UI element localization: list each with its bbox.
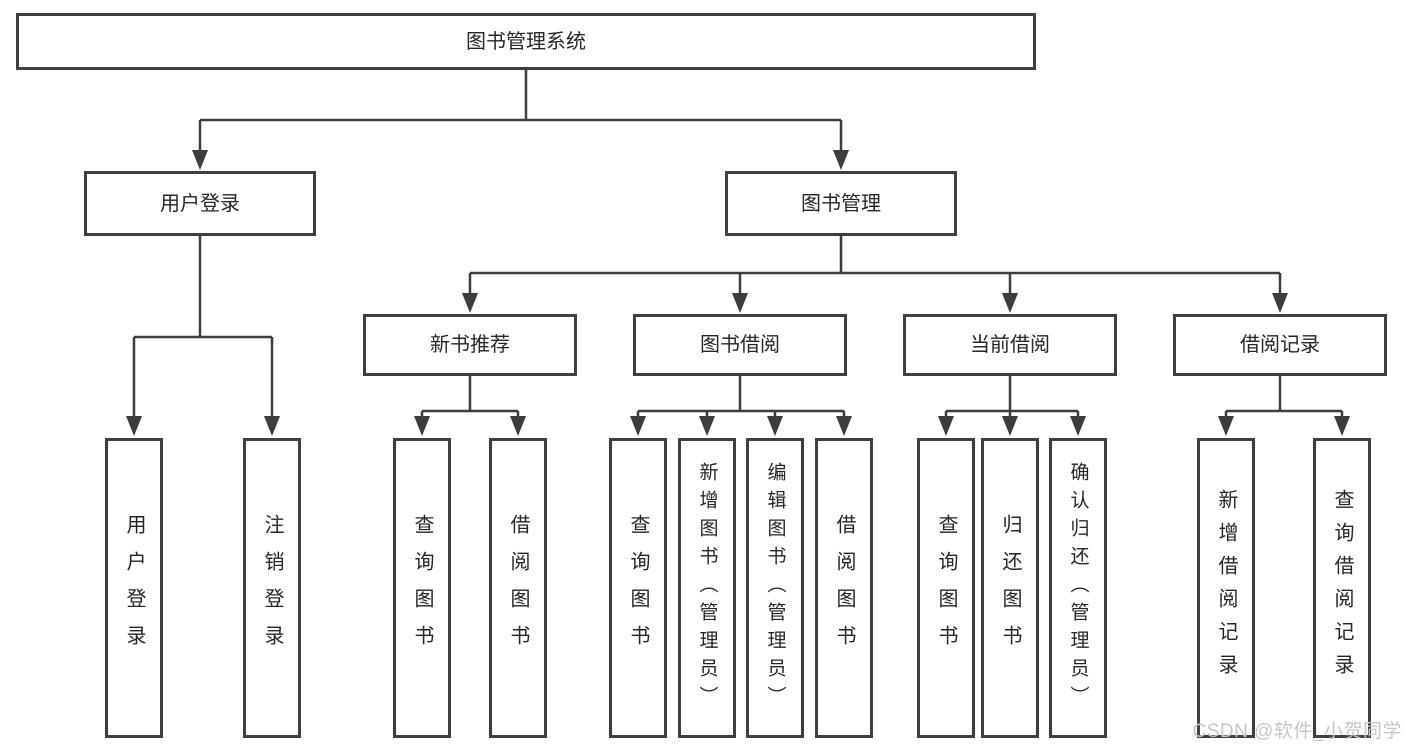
node-label: 借阅图书	[833, 514, 855, 662]
node-label: 查询图书	[935, 514, 957, 662]
node-leaf-return-books: 归还图书	[981, 438, 1039, 738]
node-new-book-recommend: 新书推荐	[363, 314, 577, 376]
node-label: 新书推荐	[430, 334, 510, 356]
node-label: 查询借阅记录	[1331, 489, 1353, 687]
node-current-borrowing: 当前借阅	[903, 314, 1117, 376]
node-label: 注销登录	[261, 514, 283, 662]
node-leaf-query-books: 查询图书	[393, 438, 451, 738]
node-leaf-query-books: 查询图书	[609, 438, 667, 738]
node-book-borrowing: 图书借阅	[633, 314, 847, 376]
node-label: 新增图书（管理员）	[696, 462, 718, 714]
node-leaf-add-books-admin: 新增图书（管理员）	[678, 438, 736, 738]
node-label: 归还图书	[999, 514, 1021, 662]
node-label: 图书借阅	[700, 334, 780, 356]
node-leaf-borrow-books: 借阅图书	[815, 438, 873, 738]
csdn-watermark: CSDN @软件_小贺同学	[1192, 721, 1402, 742]
node-leaf-query-borrow-record: 查询借阅记录	[1313, 438, 1371, 738]
node-label: 查询图书	[627, 514, 649, 662]
node-leaf-logout: 注销登录	[243, 438, 301, 738]
node-label: 图书管理	[801, 192, 881, 215]
node-label: 新增借阅记录	[1215, 489, 1237, 687]
node-user-login-branch: 用户登录	[84, 171, 316, 236]
node-leaf-query-books: 查询图书	[917, 438, 975, 738]
node-label: 查询图书	[411, 514, 433, 662]
node-label: 当前借阅	[970, 334, 1050, 356]
node-leaf-edit-books-admin: 编辑图书（管理员）	[746, 438, 804, 738]
node-leaf-add-borrow-record: 新增借阅记录	[1197, 438, 1255, 738]
node-book-management-branch: 图书管理	[725, 171, 957, 236]
node-label: 用户登录	[123, 514, 145, 662]
node-borrowing-records: 借阅记录	[1173, 314, 1387, 376]
connector-lines	[132, 70, 1344, 418]
node-label: 借阅记录	[1240, 334, 1320, 356]
node-system-root: 图书管理系统	[16, 13, 1036, 70]
node-label: 确认归还（管理员）	[1067, 462, 1089, 714]
node-leaf-confirm-return-admin: 确认归还（管理员）	[1049, 438, 1107, 738]
node-label: 用户登录	[160, 192, 240, 215]
node-leaf-borrow-books: 借阅图书	[489, 438, 547, 738]
node-label: 图书管理系统	[466, 30, 586, 53]
node-label: 借阅图书	[507, 514, 529, 662]
arrowheads	[126, 150, 1350, 436]
node-label: 编辑图书（管理员）	[764, 462, 786, 714]
node-leaf-user-login: 用户登录	[105, 438, 163, 738]
